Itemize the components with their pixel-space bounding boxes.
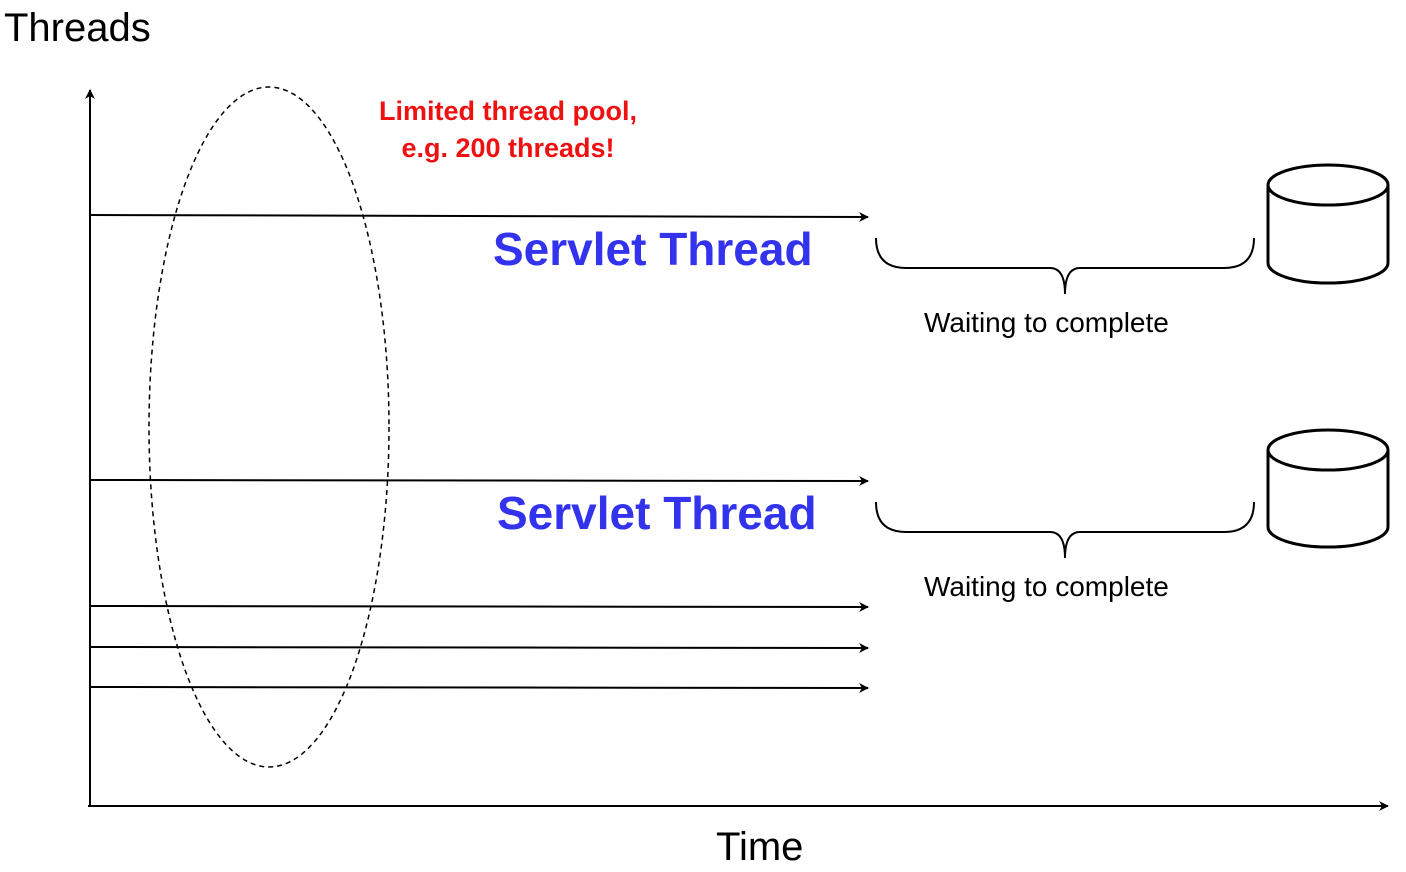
thread-arrow-1	[89, 211, 869, 222]
thread-pool-note: Limited thread pool, e.g. 200 threads!	[330, 93, 686, 167]
database-icon	[1266, 163, 1390, 285]
y-axis-label: Threads	[4, 6, 151, 50]
thread-arrow-2	[89, 475, 869, 486]
thread-pool-note-line-2: e.g. 200 threads!	[401, 133, 615, 163]
thread-pool-ellipse	[148, 86, 390, 768]
servlet-thread-label: Servlet Thread	[493, 223, 813, 275]
thread-arrow-3	[89, 601, 869, 612]
waiting-brace-1	[875, 237, 1255, 295]
servlet-thread-label: Servlet Thread	[497, 487, 817, 539]
thread-pool-note-line-1: Limited thread pool,	[378, 96, 637, 126]
database-icon	[1266, 428, 1390, 549]
waiting-label: Waiting to complete	[924, 571, 1169, 602]
thread-arrow-5	[89, 682, 869, 693]
x-axis-label: Time	[716, 825, 804, 869]
waiting-brace-2	[875, 501, 1255, 559]
waiting-label: Waiting to complete	[924, 307, 1169, 338]
thread-arrow-4	[89, 642, 869, 653]
